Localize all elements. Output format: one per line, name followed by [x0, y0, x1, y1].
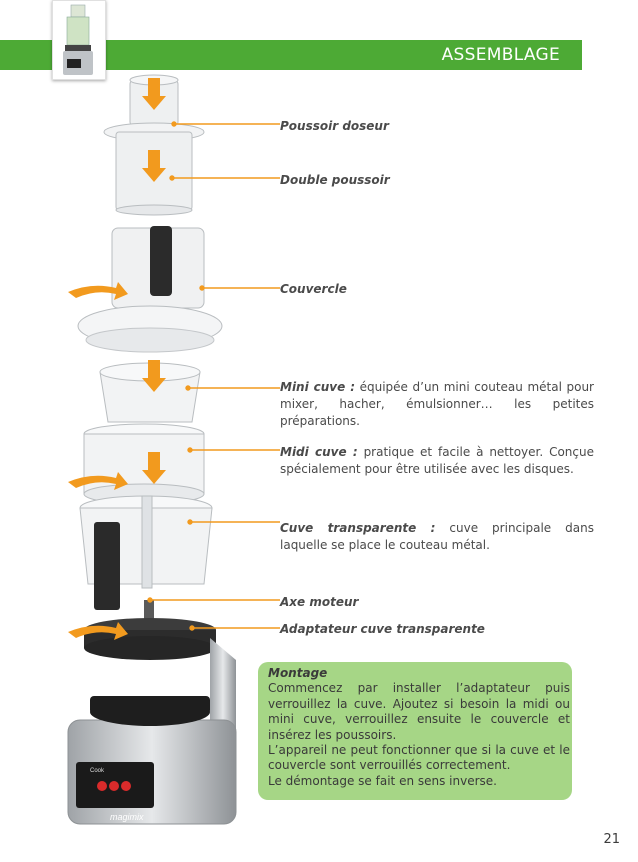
product-thumbnail [52, 0, 106, 80]
label-adaptateur: Adaptateur cuve transparente [280, 622, 485, 636]
montage-paragraph-2: L’appareil ne peut fonctionner que si la… [268, 743, 570, 773]
adapter-part [84, 618, 216, 660]
rotate-arrow-icon [68, 622, 128, 640]
page-number: 21 [603, 832, 620, 847]
desc-cuve-transparente: Cuve transparente : cuve principale dans… [280, 521, 594, 552]
montage-paragraph-1: Commencez par installer l’adaptateur pui… [268, 681, 570, 742]
lid-part [77, 226, 223, 353]
rotate-arrow-icon [68, 472, 128, 490]
arrow-down-icon [142, 150, 166, 182]
rotate-arrow-icon [68, 282, 128, 300]
food-processor-illustration: Cook magimix [67, 74, 280, 825]
montage-info-box: Montage Commencez par installer l’adapta… [258, 662, 572, 800]
midi-bowl-part [83, 423, 205, 505]
label-couvercle: Couvercle [280, 282, 347, 296]
label-poussoir-doseur: Poussoir doseur [280, 119, 389, 133]
montage-paragraph-3: Le démontage se fait en sens inverse. [268, 773, 497, 788]
label-double-poussoir: Double poussoir [280, 173, 390, 187]
callout-lines [147, 121, 280, 631]
main-bowl-part [79, 495, 213, 610]
brand-logo-text: magimix [110, 812, 144, 822]
arrow-down-icon [142, 78, 166, 110]
motor-shaft-part [144, 600, 154, 624]
assembly-arrows [68, 78, 166, 640]
label-axe-moteur: Axe moteur [280, 595, 359, 609]
desc-mini-cuve: Mini cuve : équipée d’un mini couteau mé… [280, 380, 594, 428]
motor-base-part: Cook magimix [67, 638, 237, 825]
montage-title: Montage [268, 666, 328, 680]
screen-text: Cook [90, 768, 105, 774]
page-title: ASSEMBLAGE [441, 45, 560, 65]
arrow-down-icon [142, 452, 166, 484]
desc-midi-cuve: Midi cuve : pratique et facile à nettoye… [280, 445, 594, 476]
arrow-down-icon [142, 360, 166, 392]
